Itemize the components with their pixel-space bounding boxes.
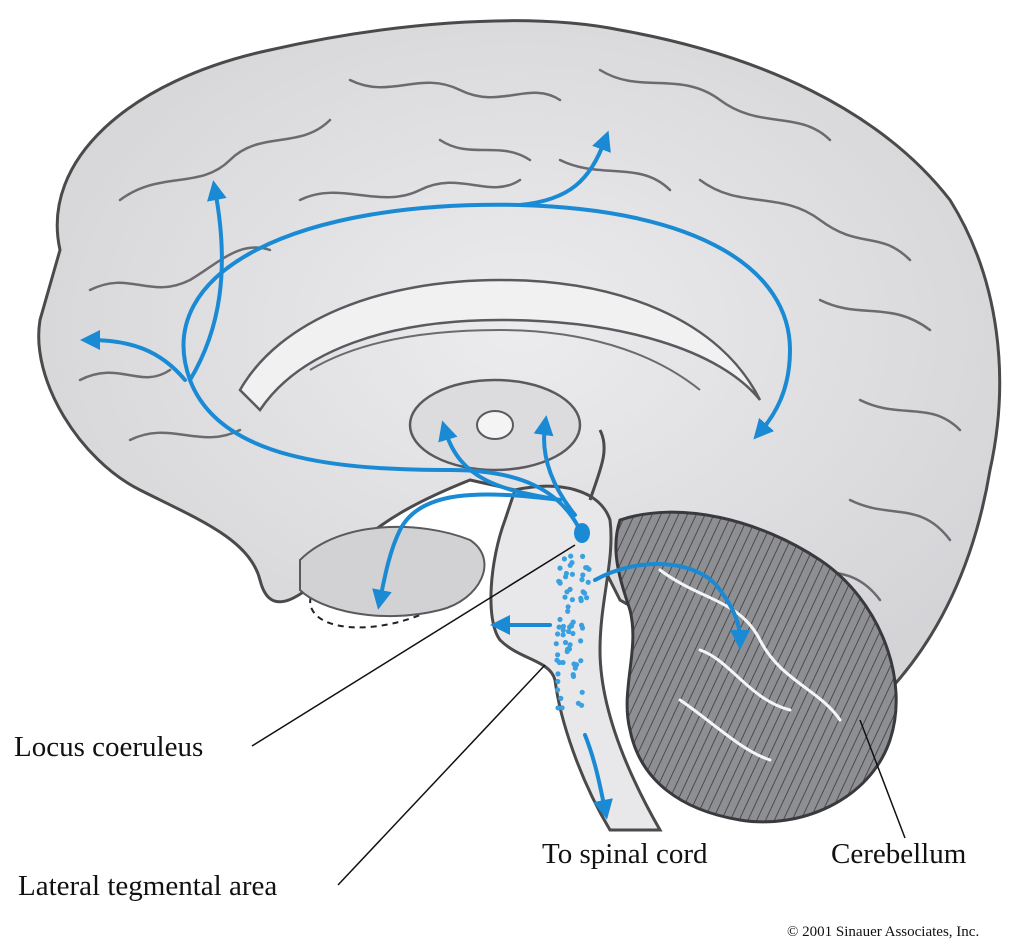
tegmental-dot xyxy=(563,574,569,580)
tegmental-dot xyxy=(566,628,572,635)
tegmental-dot xyxy=(553,641,559,647)
tegmental-dot xyxy=(578,638,584,644)
tegmental-dot xyxy=(557,565,563,571)
tegmental-dot xyxy=(555,631,561,637)
tegmental-dot xyxy=(570,630,576,637)
tegmental-dot xyxy=(556,624,562,630)
tegmental-dot xyxy=(555,687,561,693)
tegmental-dot xyxy=(559,705,565,711)
label-locus-coeruleus: Locus coeruleus xyxy=(14,731,204,763)
tegmental-dot xyxy=(578,595,584,601)
tegmental-dot xyxy=(579,577,585,583)
pathway-frontal-up xyxy=(188,180,227,382)
sulci xyxy=(78,68,962,602)
cerebellum xyxy=(614,510,898,824)
pathway-temporal xyxy=(372,492,562,610)
tegmental-dot xyxy=(580,553,586,560)
tegmental-dot xyxy=(565,608,571,614)
tegmental-dot xyxy=(567,562,573,568)
copyright-credit: © 2001 Sinauer Associates, Inc. xyxy=(787,924,980,940)
leader-locus-coeruleus xyxy=(251,544,576,747)
tegmental-dot xyxy=(560,627,566,633)
tegmental-dot xyxy=(567,624,573,630)
tegmental-dot xyxy=(579,689,585,695)
tegmental-dot xyxy=(555,671,561,677)
label-lateral-tegmental-area: Lateral tegmental area xyxy=(18,870,278,902)
tegmental-dot xyxy=(561,556,568,562)
leader-lateral-tegmental xyxy=(337,664,546,886)
pathway-parietal xyxy=(518,130,611,207)
pathway-spinal xyxy=(583,733,613,820)
tegmental-dot xyxy=(586,566,592,572)
tegmental-dot xyxy=(557,616,563,623)
tegmental-dot xyxy=(579,625,586,631)
pathway-thalamus-right xyxy=(533,415,577,517)
tegmental-dot xyxy=(584,595,590,601)
tegmental-dot xyxy=(564,589,570,595)
tegmental-dot xyxy=(569,571,576,577)
pathway-cerebellum xyxy=(593,562,750,650)
leader-cerebellum xyxy=(859,719,906,839)
tegmental-dot xyxy=(566,646,573,652)
tegmental-dot xyxy=(556,659,563,666)
tegmental-dot xyxy=(580,589,586,595)
label-to-spinal-cord: To spinal cord xyxy=(542,838,708,870)
tegmental-dot xyxy=(568,553,574,559)
tegmental-dot xyxy=(558,695,564,702)
tegmental-dot xyxy=(562,594,568,600)
lateral-tegmental-dots xyxy=(553,553,592,711)
tegmental-dot xyxy=(562,639,569,646)
tegmental-dot xyxy=(580,572,586,578)
brainstem xyxy=(489,484,663,832)
tegmental-dot xyxy=(555,652,561,658)
tegmental-dot xyxy=(569,597,576,603)
tegmental-dot xyxy=(556,578,562,584)
tegmental-dot xyxy=(567,642,573,648)
tegmental-dot xyxy=(560,632,566,638)
tegmental-dot xyxy=(575,700,582,706)
label-cerebellum: Cerebellum xyxy=(831,838,967,870)
tegmental-dot xyxy=(570,672,576,678)
tegmental-dot xyxy=(560,659,566,666)
tegmental-dot xyxy=(572,665,578,671)
tegmental-dot xyxy=(578,658,584,664)
pathway-main-arc xyxy=(181,202,793,532)
pathways xyxy=(80,130,793,820)
tegmental-dot xyxy=(555,705,561,711)
tegmental-dot xyxy=(560,623,567,629)
tegmental-dot xyxy=(585,579,591,585)
tegmental-dot xyxy=(565,604,571,610)
tegmental-dot xyxy=(555,678,561,685)
pathway-frontal-pole xyxy=(80,330,187,382)
leader-lines xyxy=(251,544,906,886)
corpus-callosum xyxy=(238,278,762,412)
